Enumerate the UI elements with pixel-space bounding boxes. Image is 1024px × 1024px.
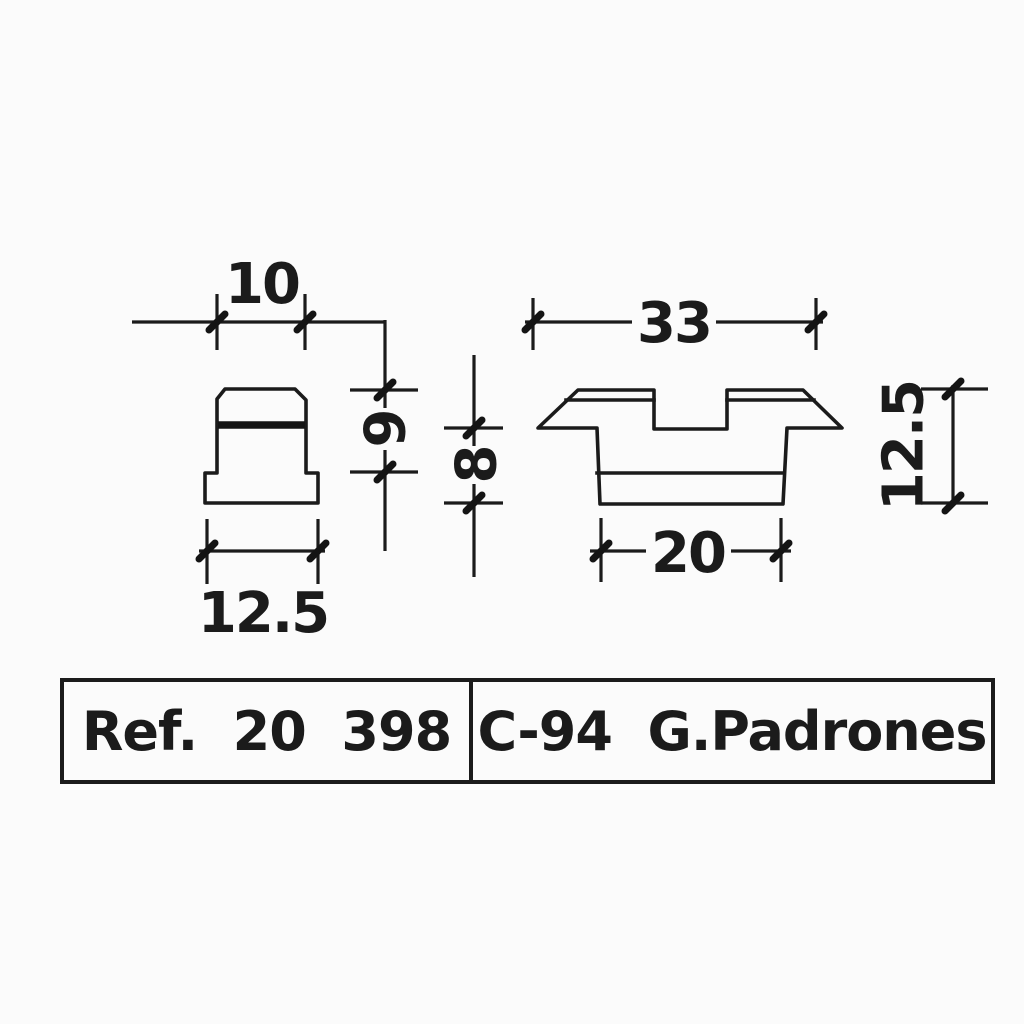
dim-tick bbox=[941, 491, 965, 515]
dim-tick bbox=[195, 539, 219, 563]
dim-blade-width: 10 bbox=[132, 252, 385, 350]
front-view bbox=[203, 387, 320, 505]
dim-value-blade-width: 10 bbox=[225, 252, 299, 317]
dim-value-overall-height: 12.5 bbox=[872, 381, 937, 511]
dim-base-width: 12.5 bbox=[195, 519, 330, 646]
front-view-outline bbox=[203, 387, 320, 505]
dim-value-body-height: 8 bbox=[445, 447, 510, 484]
dim-tick bbox=[373, 378, 397, 402]
dim-tick bbox=[293, 310, 317, 334]
dim-value-body-width: 20 bbox=[651, 521, 725, 586]
dim-tick bbox=[205, 310, 229, 334]
dim-value-blade-height: 9 bbox=[354, 411, 419, 448]
dim-overall-width: 33 bbox=[521, 291, 828, 356]
dim-value-overall-width: 33 bbox=[637, 291, 711, 356]
dim-body-width: 20 bbox=[589, 518, 793, 586]
dim-tick bbox=[589, 539, 613, 563]
dim-tick bbox=[521, 310, 545, 334]
profile-view-outline bbox=[536, 388, 844, 506]
dim-tick bbox=[373, 460, 397, 484]
title-block-reference-cell: Ref. 20 398 bbox=[64, 682, 473, 780]
dim-tick bbox=[769, 539, 793, 563]
model-text: C-94 G.Padrones bbox=[477, 699, 987, 763]
dim-tick bbox=[306, 539, 330, 563]
dim-blade-height: 9 bbox=[350, 320, 419, 551]
dim-tick bbox=[462, 416, 486, 440]
dim-tick bbox=[462, 491, 486, 515]
dim-tick bbox=[804, 310, 828, 334]
dim-tick bbox=[941, 377, 965, 401]
title-block-model-cell: C-94 G.Padrones bbox=[473, 682, 991, 780]
dim-value-base-width: 12.5 bbox=[198, 581, 328, 646]
dim-overall-height: 12.5 bbox=[872, 377, 988, 515]
reference-text: Ref. 20 398 bbox=[81, 699, 452, 763]
profile-view bbox=[536, 388, 844, 506]
dim-body-height: 8 bbox=[444, 355, 510, 577]
title-block: Ref. 20 398 C-94 G.Padrones bbox=[60, 678, 995, 784]
